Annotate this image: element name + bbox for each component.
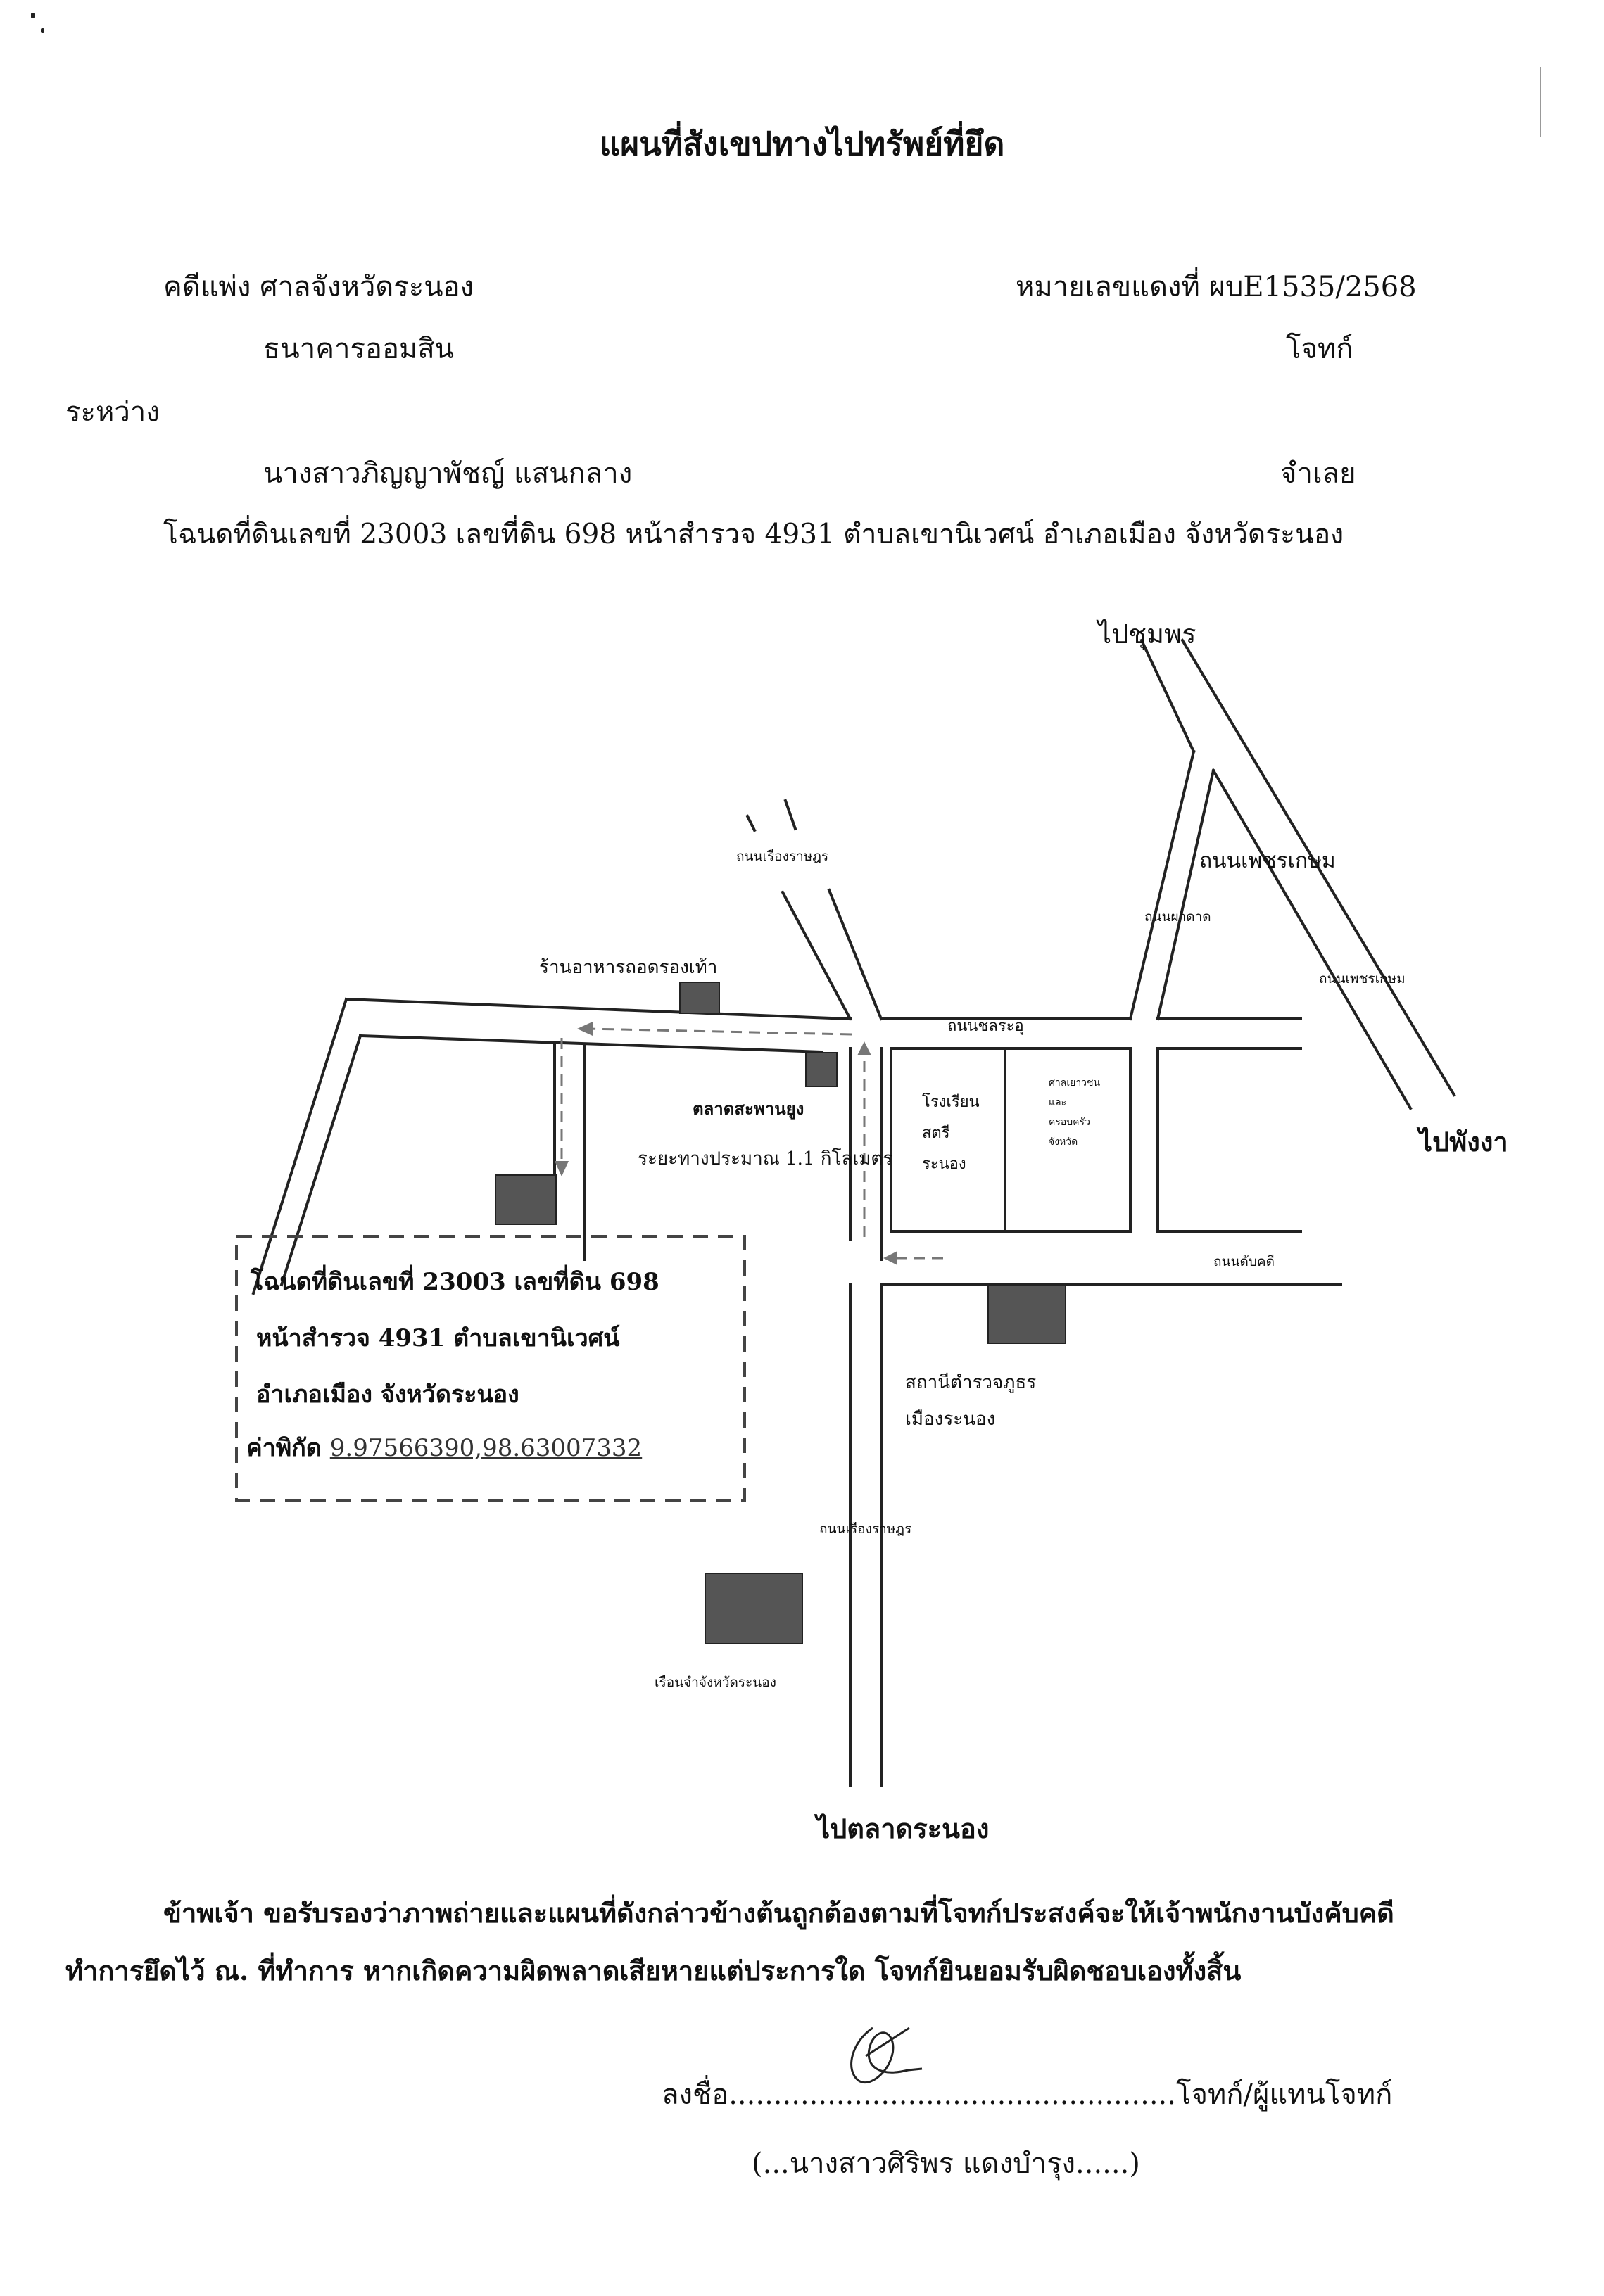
box-coordinate-row: ค่าพิกัด 9.97566390,98.63007332 bbox=[246, 1428, 642, 1466]
road-label-phetkasem: ถนนเพชรเกษม bbox=[1199, 849, 1336, 873]
box-deed-line2: หน้าสำรวจ 4931 ตำบลเขานิเวศน์ bbox=[256, 1324, 620, 1352]
road-phetkasem-edge bbox=[1180, 638, 1456, 1097]
road-label-ruang-south: ถนนเรืองราษฎร bbox=[819, 1521, 912, 1537]
shop-marker bbox=[679, 982, 720, 1014]
police-marker bbox=[987, 1285, 1066, 1344]
sign-dots: ........................................… bbox=[728, 2079, 1176, 2111]
distance-label: ระยะทางประมาณ 1.1 กิโลเมตร bbox=[638, 1148, 893, 1169]
police-label-2: เมืองระนอง bbox=[905, 1409, 996, 1430]
road-ruang-north-edge bbox=[781, 890, 852, 1021]
road-chonrao-top bbox=[344, 997, 852, 1021]
scan-speck bbox=[31, 13, 35, 18]
road-stub bbox=[745, 814, 757, 832]
case-number: หมายเลขแดงที่ ผบE1535/2568 bbox=[1016, 271, 1417, 303]
road-phadad-edge bbox=[1156, 768, 1215, 1021]
arrowhead bbox=[555, 1161, 569, 1176]
sign-role: โจทก์/ผู้แทนโจทก์ bbox=[1175, 2079, 1393, 2111]
soi-left-outer bbox=[251, 997, 348, 1295]
road-phetkasem-edge bbox=[1211, 768, 1413, 1110]
market-label: ตลาดสะพานยูง bbox=[693, 1098, 804, 1119]
school-label-1: โรงเรียน bbox=[922, 1093, 980, 1111]
handwritten-signature bbox=[850, 2027, 923, 2083]
court-label-4: จังหวัด bbox=[1049, 1136, 1078, 1148]
document-title: แผนที่สังเขปทางไปทรัพย์ที่ยึด bbox=[599, 125, 1005, 163]
arrowhead bbox=[577, 1022, 593, 1036]
box-deed-line3: อำเภอเมือง จังหวัดระนอง bbox=[256, 1381, 519, 1409]
road-ruang-north-edge bbox=[827, 888, 883, 1021]
signature-row: ลงชื่อ..................................… bbox=[662, 2072, 1392, 2117]
police-label-1: สถานีตำรวจภูธร bbox=[905, 1372, 1037, 1393]
between-label: ระหว่าง bbox=[65, 396, 160, 429]
prison-marker bbox=[705, 1573, 803, 1644]
road-label-ruang-north: ถนนเรืองราษฎร bbox=[736, 849, 829, 864]
school-label-3: ระนอง bbox=[922, 1155, 966, 1173]
certification-line2: ทำการยึดไว้ ณ. ที่ทำการ หากเกิดความผิดพล… bbox=[65, 1955, 1242, 1986]
road-label-chonrao: ถนนชลระอุ bbox=[947, 1017, 1024, 1035]
court-label-3: ครอบครัว bbox=[1049, 1117, 1090, 1128]
coordinate-label: ค่าพิกัด bbox=[246, 1434, 322, 1462]
road-label-phadad: ถนนผาดาด bbox=[1144, 909, 1211, 925]
signer-name: (...นางสาวศิริพร แดงบำรุง......) bbox=[752, 2148, 1140, 2180]
road-chonrao-bottom bbox=[358, 1034, 824, 1054]
property-info-box bbox=[235, 1235, 746, 1502]
route-arrow bbox=[587, 1027, 852, 1036]
scan-speck bbox=[41, 28, 44, 33]
road-stub bbox=[783, 799, 797, 831]
target-land-marker bbox=[495, 1174, 557, 1225]
box-deed-line1: โฉนดที่ดินเลขที่ 23003 เลขที่ดิน 698 bbox=[251, 1268, 659, 1296]
plaintiff-role: โจทก์ bbox=[1286, 333, 1353, 365]
school-label-2: สตรี bbox=[922, 1124, 950, 1142]
court-label-2: และ bbox=[1049, 1097, 1067, 1108]
road-label-tubkhadee: ถนนดับคดี bbox=[1213, 1254, 1275, 1269]
case-label: คดีแพ่ง ศาลจังหวัดระนอง bbox=[163, 271, 474, 303]
defendant-name: นางสาวภิญญาพัชญ์ แสนกลาง bbox=[263, 457, 633, 490]
road-phadad-join bbox=[1139, 638, 1196, 754]
certification-line1: ข้าพเจ้า ขอรับรองว่าภาพถ่ายและแผนที่ดังก… bbox=[163, 1897, 1394, 1929]
plaintiff-name: ธนาคารออมสิน bbox=[263, 333, 455, 365]
shop-label: ร้านอาหารถอดรองเท้า bbox=[539, 957, 718, 978]
direction-north-label: ไปชุมพร bbox=[1098, 619, 1196, 649]
direction-east-label: ไปพังงา bbox=[1419, 1126, 1508, 1157]
scan-edge-line bbox=[1540, 67, 1541, 137]
soi-left-inner bbox=[279, 1034, 362, 1287]
road-phadad-edge bbox=[1128, 749, 1196, 1021]
coordinate-value[interactable]: 9.97566390,98.63007332 bbox=[329, 1434, 643, 1462]
arrowhead bbox=[857, 1041, 871, 1055]
court-label-1: ศาลเยาวชน bbox=[1049, 1077, 1101, 1089]
direction-south-label: ไปตลาดระนอง bbox=[816, 1813, 990, 1844]
defendant-role: จำเลย bbox=[1280, 457, 1356, 490]
sign-label: ลงชื่อ bbox=[662, 2079, 729, 2111]
arrowhead bbox=[883, 1251, 897, 1265]
market-marker bbox=[805, 1052, 838, 1087]
prison-label: เรือนจำจังหวัดระนอง bbox=[655, 1675, 776, 1690]
deed-line: โฉนดที่ดินเลขที่ 23003 เลขที่ดิน 698 หน้… bbox=[163, 519, 1344, 550]
road-label-phetkasem-2: ถนนเพชรเกษม bbox=[1319, 971, 1406, 987]
